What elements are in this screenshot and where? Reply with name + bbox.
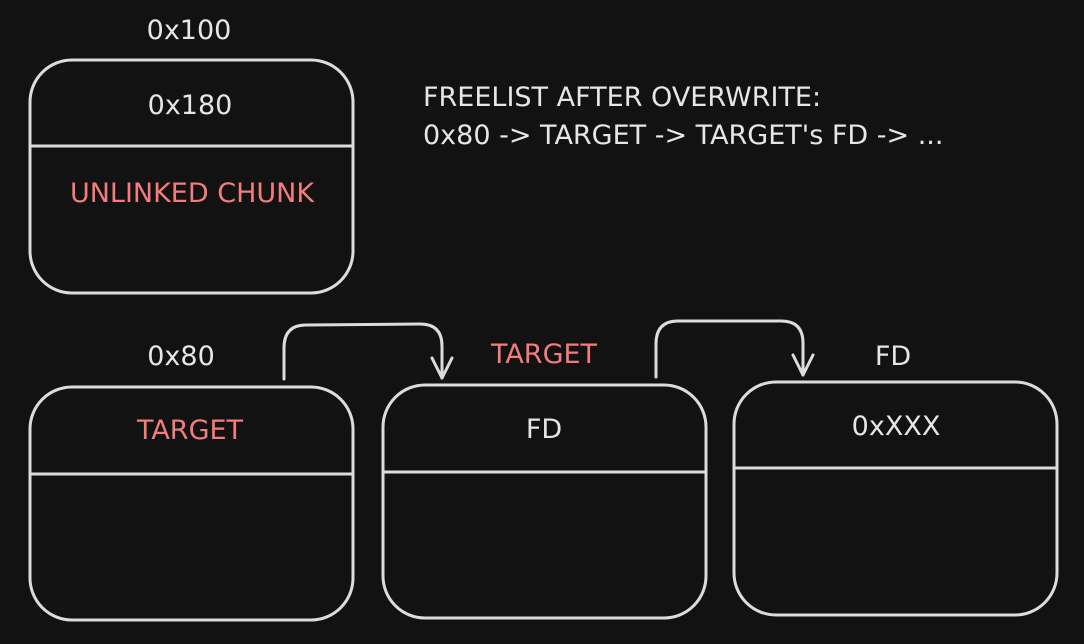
first-chunk-box (28, 385, 355, 622)
unlinked-chunk-header: 0x180 (147, 90, 233, 121)
fd-chunk-address: FD (874, 341, 912, 372)
fd-chunk-header: 0xXXX (851, 411, 941, 442)
target-chunk-header: FD (525, 414, 563, 445)
target-chunk-address: TARGET (490, 339, 598, 370)
freelist-note: FREELIST AFTER OVERWRITE: 0x80 -> TARGET… (423, 79, 943, 155)
arrow-target-to-fd-head (791, 353, 815, 377)
unlinked-chunk-body: UNLINKED CHUNK (69, 178, 315, 209)
first-chunk (28, 385, 355, 622)
freelist-note-title: FREELIST AFTER OVERWRITE: (423, 82, 822, 113)
fd-chunk (732, 380, 1059, 617)
unlinked-chunk-address: 0x100 (146, 15, 232, 46)
target-chunk-box (381, 383, 708, 620)
arrow-first-to-target-head (430, 356, 454, 380)
first-chunk-header: TARGET (136, 415, 244, 446)
unlinked-chunk-box (28, 58, 355, 295)
unlinked-chunk (28, 58, 355, 295)
arrow-target-to-fd (654, 319, 805, 379)
arrow-first-to-target (282, 322, 444, 381)
fd-chunk-box (732, 380, 1059, 617)
first-chunk-address: 0x80 (147, 341, 215, 372)
freelist-note-chain: 0x80 -> TARGET -> TARGET's FD -> ... (423, 120, 944, 151)
target-chunk (381, 383, 708, 620)
